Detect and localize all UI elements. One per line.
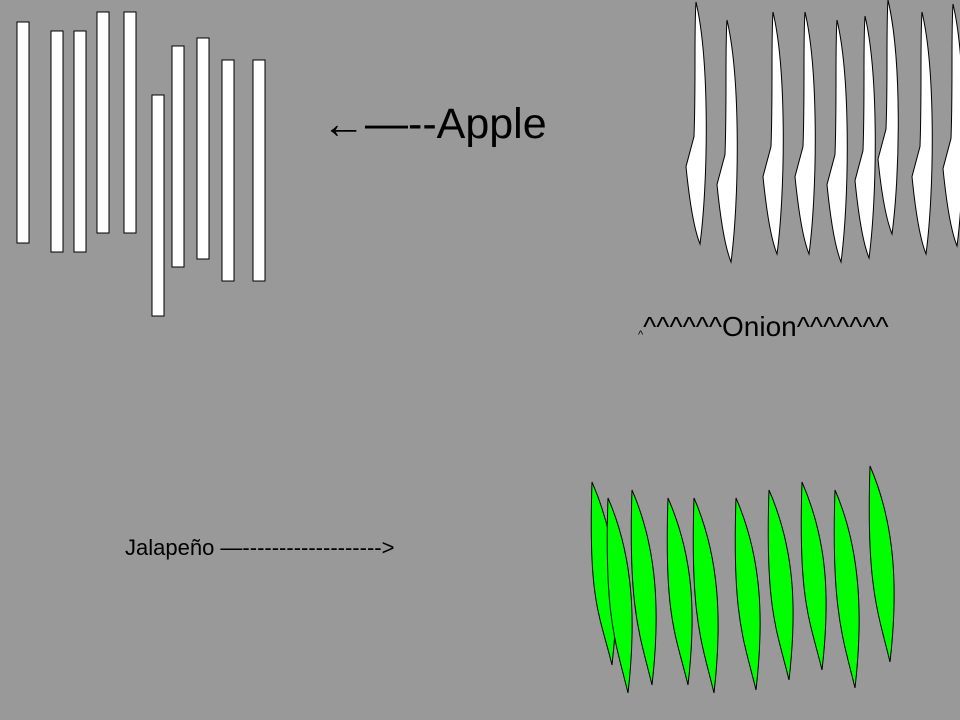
onion-slice-8 [911, 11, 933, 256]
apple-label: ←—--Apple [322, 100, 547, 148]
onion-slice-5 [826, 19, 848, 264]
apple-slice-3 [73, 30, 87, 253]
jalapeno-slice-3 [630, 489, 657, 686]
apple-slice-6 [151, 94, 165, 317]
onion-slice-1 [685, 1, 707, 246]
jalapeno-slice-8 [800, 481, 827, 671]
jalapeno-slice-5 [692, 497, 719, 694]
onion-slice-6 [854, 15, 876, 260]
jalapeno-slices [590, 465, 895, 694]
onion-slice-4 [794, 11, 816, 256]
onion-slice-7 [877, 0, 899, 236]
jalapeno-slice-2 [606, 497, 633, 694]
jalapeno-slice-10 [868, 465, 895, 663]
jalapeno-slice-9 [833, 489, 860, 689]
apple-slice-10 [252, 59, 266, 282]
apple-slice-5 [123, 11, 137, 234]
jalapeno-slice-6 [734, 497, 761, 691]
onion-label: ^^^^^^^Onion^^^^^^^ [638, 309, 889, 353]
apple-slices [16, 11, 266, 317]
jalapeno-slice-4 [666, 497, 693, 686]
apple-slice-2 [50, 30, 64, 253]
onion-slices [685, 0, 960, 264]
apple-slice-7 [171, 45, 185, 268]
onion-label-text: ^^^^^^Onion^^^^^^^ [643, 311, 889, 342]
apple-slice-4 [96, 11, 110, 234]
onion-slice-3 [762, 11, 784, 256]
onion-label-lead: ^ [638, 329, 644, 341]
jalapeno-slice-7 [767, 489, 794, 681]
apple-slice-8 [196, 37, 210, 260]
apple-slice-9 [221, 59, 235, 282]
onion-slice-2 [716, 19, 738, 264]
jalapeno-label: Jalapeño —-------------------> [125, 535, 395, 560]
apple-slice-1 [16, 21, 30, 244]
onion-slice-9 [942, 3, 960, 248]
